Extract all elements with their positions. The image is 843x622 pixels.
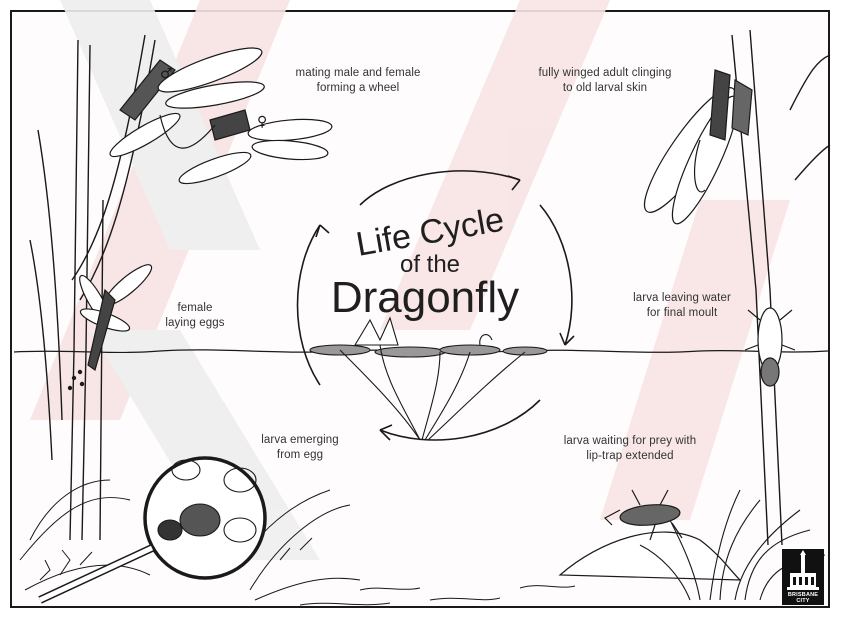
label-emerging: larva emerging from egg: [240, 433, 360, 463]
label-waiting-line2: lip-trap extended: [545, 449, 715, 464]
label-waiting: larva waiting for prey with lip-trap ext…: [545, 434, 715, 464]
label-waiting-line1: larva waiting for prey with: [545, 434, 715, 449]
label-laying-line2: laying eggs: [150, 316, 240, 331]
label-emerging-line1: larva emerging: [240, 433, 360, 448]
brisbane-city-logo: BRISBANE CITY: [782, 549, 824, 605]
label-moult-line1: larva leaving water: [612, 291, 752, 306]
label-mating: mating male and female forming a wheel: [268, 66, 448, 96]
label-moult-line2: for final moult: [612, 306, 752, 321]
magnifier-drawing: [40, 458, 265, 600]
label-laying-line1: female: [150, 301, 240, 316]
label-emerging-line2: from egg: [240, 448, 360, 463]
logo-text: BRISBANE CITY: [782, 592, 824, 604]
label-adult: fully winged adult clinging to old larva…: [515, 66, 695, 96]
label-mating-line2: forming a wheel: [268, 81, 448, 96]
female-symbol: ♀: [257, 114, 267, 130]
label-laying: female laying eggs: [150, 301, 240, 331]
label-moult: larva leaving water for final moult: [612, 291, 752, 321]
label-mating-line1: mating male and female: [268, 66, 448, 81]
label-adult-line2: to old larval skin: [515, 81, 695, 96]
male-symbol: ♂: [160, 66, 173, 82]
bottom-ripples: [300, 586, 575, 605]
city-hall-icon: [782, 549, 824, 595]
title-line3: Dragonfly: [331, 273, 519, 322]
label-adult-line1: fully winged adult clinging: [515, 66, 695, 81]
